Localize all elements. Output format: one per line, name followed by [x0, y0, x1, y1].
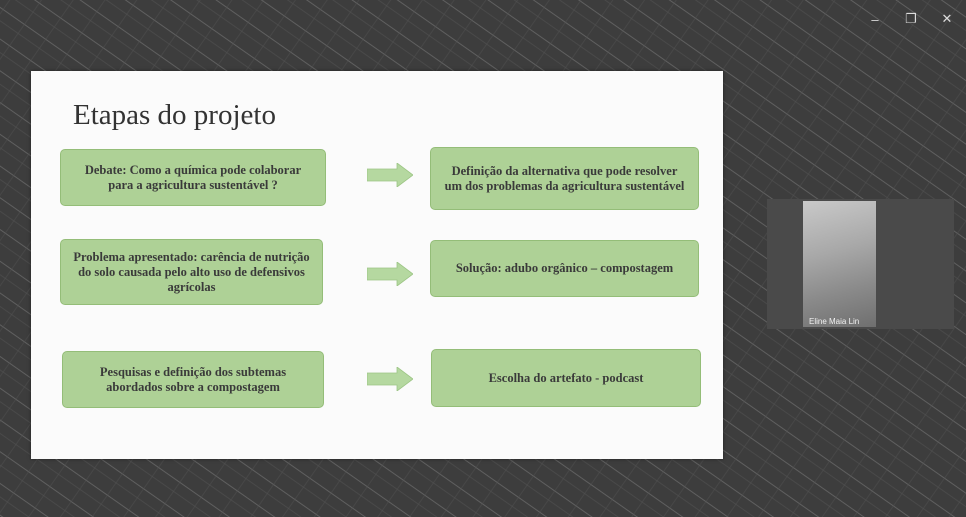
window-controls: – ❐ ✕: [860, 8, 962, 30]
restore-button[interactable]: ❐: [905, 11, 917, 26]
step-box-research: Pesquisas e definição dos subtemas abord…: [62, 351, 324, 408]
step-box-solution: Solução: adubo orgânico – compostagem: [430, 240, 699, 297]
step-box-debate: Debate: Como a química pode colaborar pa…: [60, 149, 326, 206]
minimize-button[interactable]: –: [871, 11, 879, 27]
step-box-problem: Problema apresentado: carência de nutriç…: [60, 239, 323, 305]
arrow-right-icon: [367, 163, 413, 187]
participant-video-feed: [803, 201, 876, 327]
presentation-slide: Etapas do projeto Debate: Como a química…: [31, 71, 723, 459]
step-box-artifact: Escolha do artefato - podcast: [431, 349, 701, 407]
close-button[interactable]: ✕: [941, 11, 953, 26]
arrow-right-icon: [367, 262, 413, 286]
step-box-alternative: Definição da alternativa que pode resolv…: [430, 147, 699, 210]
slide-title: Etapas do projeto: [73, 99, 276, 131]
participant-video-tile[interactable]: Eline Maia Lin: [767, 199, 954, 329]
participant-name-label: Eline Maia Lin: [809, 317, 860, 326]
arrow-right-icon: [367, 367, 413, 391]
